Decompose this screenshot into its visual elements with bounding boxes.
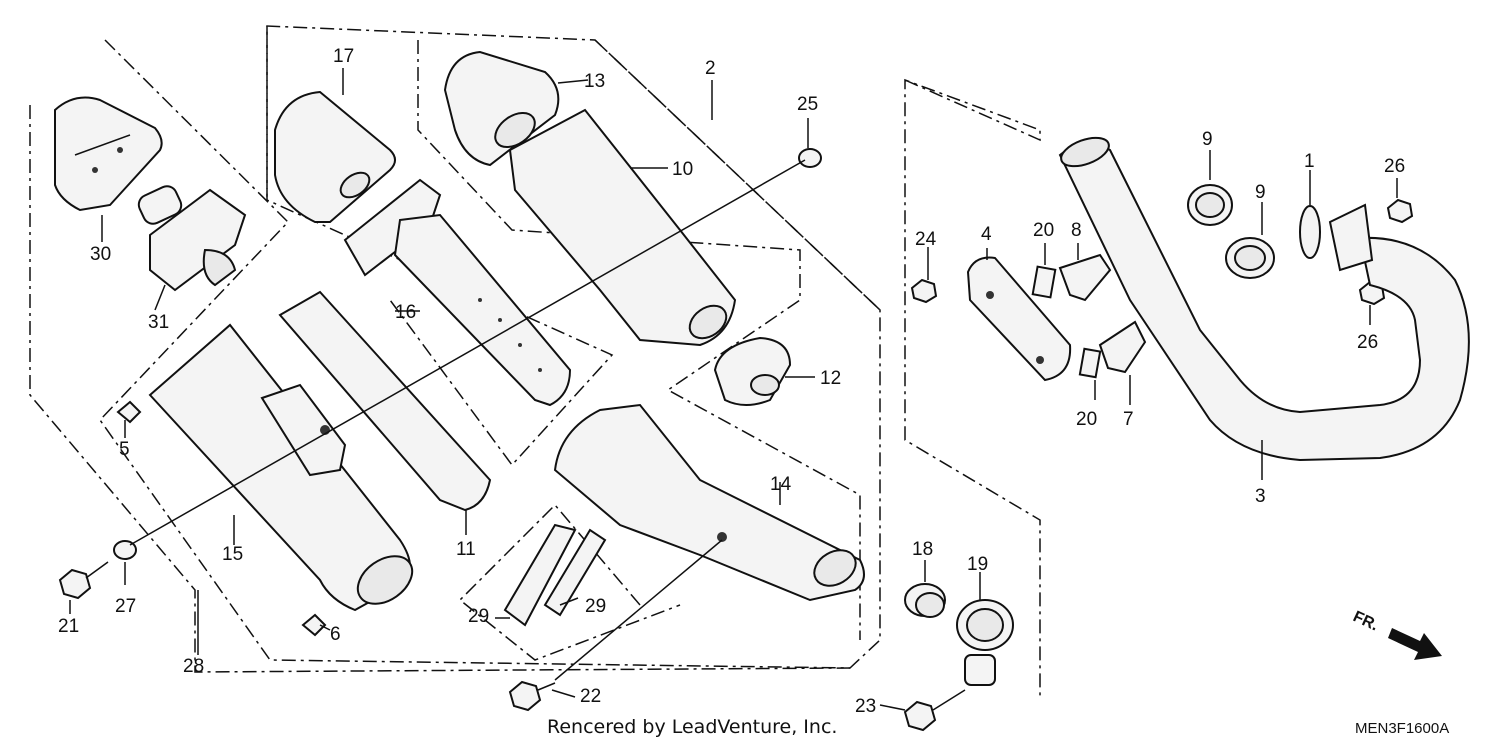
- part-6-grommet: [301, 613, 327, 637]
- part-24-bolt: [910, 278, 938, 304]
- watermark-text: Rencered by LeadVenture, Inc.: [547, 716, 837, 738]
- group-outline-inner: [29, 105, 851, 673]
- part-9-clamp-lower: [1225, 237, 1275, 279]
- callout-4: 4: [981, 224, 992, 245]
- callout-12: 12: [820, 368, 841, 389]
- callout-8: 8: [1071, 220, 1082, 241]
- callout-30: 30: [90, 244, 111, 265]
- part-11-glass-wool: [278, 290, 492, 512]
- direction-label: FR.: [1350, 608, 1381, 634]
- group-outline-muffler: [594, 39, 881, 311]
- part-30-end-cap: [54, 96, 163, 212]
- callout-1: 1: [1304, 151, 1315, 172]
- callout-13: 13: [584, 71, 605, 92]
- part-26-nut-upper: [1386, 198, 1414, 224]
- part-7-bracket: [1098, 320, 1147, 374]
- part-16-inner-pipe: [343, 178, 572, 407]
- part-10-packing: [508, 108, 737, 347]
- part-3-exhaust-pipe: [1058, 136, 1470, 462]
- group-outline-upper-cap: [266, 26, 614, 467]
- callout-26-lower: 26: [1357, 332, 1378, 353]
- diagram-code: MEN3F1600A: [1355, 720, 1449, 737]
- group-outline-bands: [458, 503, 681, 661]
- callout-29-b: 29: [585, 596, 606, 617]
- part-8-bracket: [1058, 253, 1112, 302]
- part-19-gasket: [904, 583, 946, 618]
- callout-labels: 17 2 25 13 10 12 14 11 16 15 30 31 5 6 2…: [58, 46, 1405, 717]
- group-outline-end-cap: [99, 25, 881, 669]
- part-14-muffler-body: [553, 403, 865, 602]
- callout-27: 27: [115, 596, 136, 617]
- callout-5: 5: [119, 439, 130, 460]
- callout-10: 10: [672, 159, 693, 180]
- part-17-end-cap: [274, 90, 396, 223]
- callout-9-upper: 9: [1202, 129, 1213, 150]
- part-4-heat-guard: [966, 256, 1072, 382]
- group-outline-pipe: [904, 78, 1041, 700]
- callout-6: 6: [330, 624, 341, 645]
- callout-16: 16: [395, 302, 416, 323]
- part-22-bolt: [508, 680, 556, 712]
- part-9-clamp-upper: [1187, 184, 1233, 226]
- callout-28: 28: [183, 656, 204, 677]
- part-15-muffler-shell: [148, 323, 414, 612]
- callout-31: 31: [148, 312, 169, 333]
- callout-17: 17: [333, 46, 354, 67]
- callout-15: 15: [222, 544, 243, 565]
- part-23-bolt: [903, 689, 966, 732]
- callout-29-a: 29: [468, 606, 489, 627]
- leader-line-14-22: [554, 539, 723, 681]
- part-20-nut-upper: [1031, 265, 1057, 299]
- part-25-washer: [798, 148, 822, 168]
- part-18-clamp: [956, 599, 1014, 686]
- callout-19: 18: [912, 539, 933, 560]
- callout-20-upper: 20: [1033, 220, 1054, 241]
- callout-18: 19: [967, 554, 988, 575]
- front-direction-arrow: FR.: [1350, 608, 1442, 660]
- callout-23: 23: [855, 696, 876, 717]
- callout-9-lower: 9: [1255, 182, 1266, 203]
- callout-2: 2: [705, 58, 716, 79]
- part-20-nut-lower: [1078, 347, 1102, 379]
- part-12-collar-packing: [713, 336, 792, 406]
- leader-line-25-27: [129, 159, 806, 546]
- leader-lines: [69, 68, 1398, 711]
- callout-3: 3: [1255, 486, 1266, 507]
- part-13-packing-cap: [443, 50, 560, 167]
- group-outline-core: [417, 40, 861, 640]
- part-21-bolt: [58, 561, 109, 600]
- callout-21: 21: [58, 616, 79, 637]
- callout-11: 11: [456, 539, 476, 560]
- callout-14: 14: [770, 474, 792, 495]
- callout-25: 25: [797, 94, 818, 115]
- arrow-icon: [1388, 628, 1442, 660]
- part-31-tail-pipe: [137, 185, 247, 292]
- callout-7: 7: [1123, 409, 1134, 430]
- part-1-gasket: [1299, 205, 1321, 259]
- callout-26-upper: 26: [1384, 156, 1405, 177]
- callout-20-lower: 20: [1076, 409, 1097, 430]
- part-5-grommet: [116, 400, 142, 424]
- callout-22: 22: [580, 686, 601, 707]
- part-29-bands: [503, 523, 607, 627]
- callout-24: 24: [915, 229, 937, 250]
